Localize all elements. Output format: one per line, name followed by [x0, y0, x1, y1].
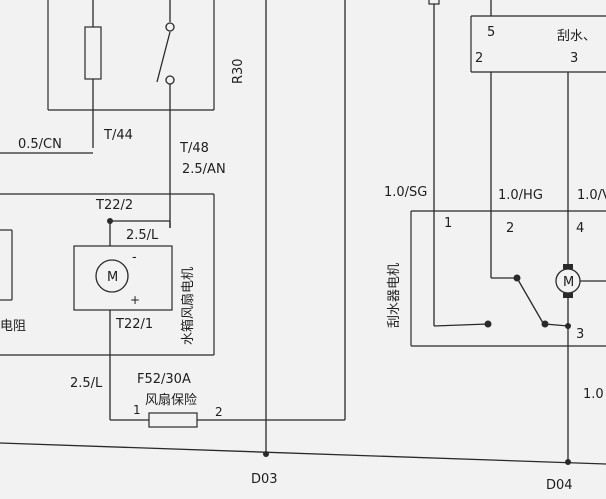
wire-label-10-top: 1.0/V	[577, 188, 606, 203]
wiper-motor-label: 刮水器电机	[387, 263, 402, 328]
fuse-pin-2: 2	[215, 405, 223, 419]
wiper-switch-label: 刮水、	[557, 29, 596, 44]
wire-label-10hg: 1.0/HG	[498, 188, 543, 203]
r30-label: R30	[231, 58, 246, 84]
wire-label-10-bottom: 1.0	[583, 387, 604, 402]
resistor-label: 电阻	[0, 319, 26, 334]
fan-module-box	[0, 193, 215, 356]
ground-d04: D04	[546, 478, 573, 493]
wiper-switch-box	[470, 15, 606, 73]
wiper-motor: M	[555, 264, 606, 462]
wire-label-10sg: 1.0/SG	[384, 185, 427, 200]
ground-d03: D03	[251, 472, 278, 487]
wire-label-25l-top: 2.5/L	[126, 228, 159, 243]
wire-label-05cn: 0.5/CN	[18, 137, 62, 152]
relay-switch	[156, 0, 175, 228]
wire-label-25an: 2.5/AN	[182, 162, 226, 177]
wiper-motor-pin-2: 2	[506, 221, 514, 236]
fuse-name: 风扇保险	[145, 392, 197, 408]
fuse-pin-1: 1	[133, 403, 141, 417]
wiper-motor-pin-1: 1	[444, 216, 452, 231]
wire-label-25l-left: 2.5/L	[70, 376, 103, 391]
connector-t22-2: T22/2	[95, 198, 133, 213]
radiator-fan-motor-label: 水箱风扇电机	[180, 267, 196, 345]
fan-motor-m: M	[107, 270, 118, 285]
wiper-switch-pin-3: 3	[570, 51, 578, 66]
fan-motor: M - +	[73, 245, 173, 311]
wire-label-t44: T/44	[103, 128, 133, 143]
relay-resistor	[84, 0, 102, 148]
fan-motor-minus: -	[132, 250, 137, 265]
ground-bus	[0, 442, 606, 465]
fan-motor-plus: +	[130, 293, 140, 307]
fuse-body	[148, 412, 198, 428]
wiper-switch-pin-2: 2	[475, 51, 483, 66]
wiper-switch-pin-5: 5	[487, 25, 495, 40]
connector-t22-1: T22/1	[115, 317, 153, 332]
wire-label-t48: T/48	[179, 141, 209, 156]
fuse-id: F52/30A	[137, 372, 191, 387]
wiper-motor-pin-4: 4	[576, 221, 584, 236]
wiper-motor-pin-3: 3	[576, 327, 584, 342]
wiper-motor-m: M	[563, 275, 574, 290]
wiper-motor-box	[410, 210, 606, 347]
partial-resistor	[0, 229, 13, 301]
relay-box	[47, 0, 215, 111]
